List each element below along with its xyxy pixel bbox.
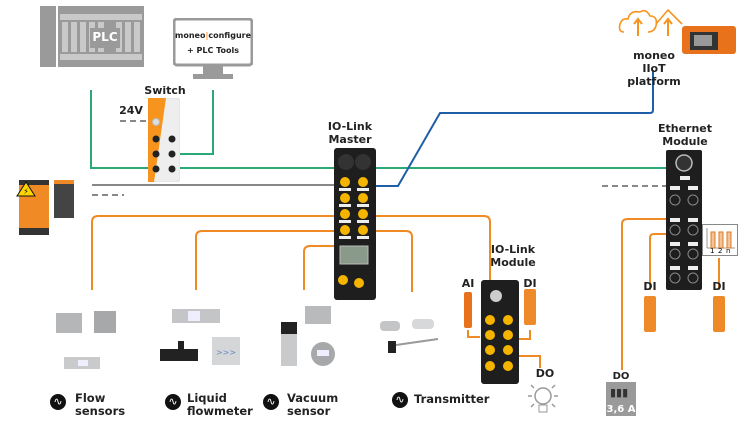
monitor[interactable]: moneo|configure + PLC Tools [172, 17, 254, 82]
iolink-line-transmitter [365, 230, 413, 292]
plc-icon [40, 6, 144, 67]
flow-sensors-image [50, 305, 130, 373]
liquid-flowmeter-icon: >>> [160, 309, 240, 365]
power-supply: ⚡ [12, 178, 82, 236]
ethernet-label-2: Module [662, 135, 708, 148]
signal-chart-icon [702, 224, 738, 256]
switch-device[interactable] [147, 97, 181, 183]
cloud-platform[interactable] [618, 4, 738, 56]
moneo-text: moneo [174, 31, 206, 40]
lamp-output [524, 380, 562, 418]
iolink-logo-icon: ∿ [263, 394, 279, 410]
transmitter-image [376, 315, 446, 360]
tick-2: 2 [718, 247, 723, 255]
category-liquid[interactable]: ∿ Liquid flowmeter [165, 392, 255, 420]
di-module-label: DI [523, 277, 537, 290]
di-right-label: DI [712, 280, 726, 293]
iolink-line-vacuum [303, 245, 334, 290]
iolink-logo-icon: ∿ [50, 394, 66, 410]
do-module-line [518, 355, 541, 368]
di-sensor-right [713, 296, 725, 332]
category-flow[interactable]: ∿ Flow sensors [50, 392, 140, 420]
plc-label: PLC [92, 30, 118, 44]
svg-text:⚡: ⚡ [23, 187, 29, 196]
svg-text:>>>: >>> [216, 348, 236, 357]
iolink-line-liquid [195, 230, 334, 290]
configure-text: configure [208, 31, 252, 40]
monitor-icon [172, 17, 254, 79]
ethernet-line-monitor [180, 90, 214, 155]
iolink-master-icon [334, 148, 376, 300]
category-transmitter[interactable]: ∿ Transmitter [392, 392, 492, 412]
iot-line [365, 70, 654, 187]
signal-chart: 1 2 n [702, 224, 738, 256]
module-label-1: IO-Link [490, 243, 536, 256]
category-liquid-line2: flowmeter [187, 404, 253, 418]
voltage-label: 24V [119, 104, 143, 117]
cloud-label-1: moneo [633, 49, 675, 62]
di-module-line [518, 330, 531, 340]
switch-icon [147, 97, 181, 183]
flow-sensors-icon [56, 311, 116, 369]
relay-output: ▮▮▮ 3,6 A [606, 382, 636, 416]
master-label-1: IO-Link [327, 120, 373, 133]
category-vacuum-line1: Vacuum [287, 391, 339, 405]
ethernet-line-plc [90, 90, 148, 169]
category-flow-line1: Flow [75, 391, 106, 405]
ai-label: AI [461, 277, 475, 290]
ethernet-module-icon [666, 150, 702, 290]
module-label-2: Module [490, 256, 536, 269]
iolink-line-module [365, 215, 491, 285]
category-transmitter-line1: Transmitter [414, 392, 490, 406]
cloud-label-2: IIoT platform [627, 62, 681, 88]
monitor-tools-label: + PLC Tools [187, 46, 239, 55]
ai-sensor [464, 292, 472, 328]
switch-label: Switch [144, 84, 186, 97]
ethernet-module-device[interactable] [666, 150, 702, 290]
power-supply-icon: ⚡ [16, 180, 74, 235]
category-flow-line2: sensors [75, 404, 126, 418]
category-vacuum-line2: sensor [287, 404, 331, 418]
iolink-line-flow [91, 215, 334, 290]
relay-icon: ▮▮▮ [610, 386, 629, 399]
relay-rating: 3,6 A [606, 404, 636, 415]
do-module-label: DO [535, 367, 555, 380]
ai-line [467, 330, 480, 338]
lightbulb-icon [528, 384, 558, 413]
tick-1: 1 [710, 247, 715, 255]
monitor-software-label: moneo|configure [173, 31, 253, 40]
vacuum-sensor-icon [281, 306, 335, 366]
transmitter-icon [380, 319, 439, 353]
category-vacuum[interactable]: ∿ Vacuum sensor [263, 392, 353, 420]
vacuum-sensor-image [275, 300, 345, 372]
master-label-2: Master [328, 133, 372, 146]
cloud-upload-icon [618, 8, 736, 54]
separator: | [205, 31, 209, 40]
di-sensor-left [644, 296, 656, 332]
iolink-module-device[interactable] [481, 280, 519, 384]
plc: PLC [40, 6, 144, 67]
iolink-module-icon [481, 280, 519, 384]
di-module-sensor [524, 289, 536, 325]
iolink-logo-icon: ∿ [392, 392, 408, 408]
liquid-flowmeter-image: >>> [158, 305, 248, 373]
do-ethernet-label: DO [612, 371, 630, 382]
iolink-logo-icon: ∿ [165, 394, 181, 410]
iolink-line-ethernet [621, 218, 666, 370]
iolink-master-device[interactable] [334, 148, 376, 300]
ethernet-label-1: Ethernet [657, 122, 713, 135]
category-liquid-line1: Liquid [187, 391, 227, 405]
di-left-label: DI [643, 280, 657, 293]
di-line-left [649, 233, 666, 290]
tick-n: n [726, 247, 731, 255]
